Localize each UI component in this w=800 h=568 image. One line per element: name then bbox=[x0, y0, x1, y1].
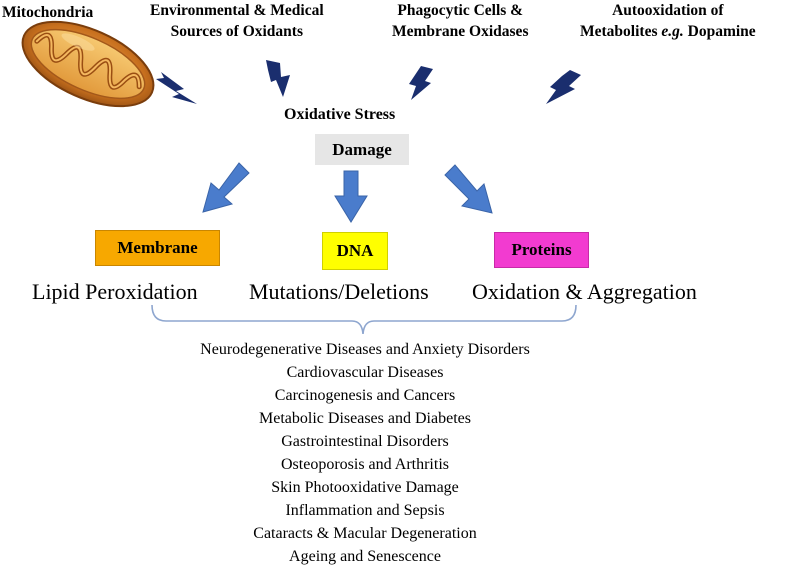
source-label-phagocytic: Phagocytic Cells & Membrane Oxidases bbox=[392, 0, 528, 42]
source-label-environmental-line2: Sources of Oxidants bbox=[170, 23, 303, 40]
damage-box: Damage bbox=[315, 134, 409, 165]
disease-item: Carcinogenesis and Cancers bbox=[274, 387, 456, 404]
autooxidation-text-eg: e.g. bbox=[661, 23, 684, 40]
lightning-bolt-autooxidation bbox=[546, 70, 581, 104]
oxidative-stress-label: Oxidative Stress bbox=[284, 106, 396, 123]
disease-item: Ageing and Senescence bbox=[289, 548, 441, 565]
effect-oxidation-aggregation: Oxidation & Aggregation bbox=[472, 279, 697, 304]
autooxidation-text-pre: Metabolites bbox=[580, 23, 662, 40]
lightning-bolt-phagocytic bbox=[409, 66, 433, 100]
disease-item: Cardiovascular Diseases bbox=[286, 364, 444, 381]
disease-item: Neurodegenerative Diseases and Anxiety D… bbox=[200, 341, 530, 358]
arrow-to-dna bbox=[334, 170, 368, 223]
source-label-mitochondria: Mitochondria bbox=[2, 4, 94, 21]
disease-item: Cataracts & Macular Degeneration bbox=[253, 525, 477, 542]
arrow-to-proteins bbox=[444, 164, 493, 214]
target-box-dna: DNA bbox=[322, 232, 388, 270]
source-label-environmental: Environmental & Medical Sources of Oxida… bbox=[150, 0, 324, 42]
source-label-phagocytic-line1: Phagocytic Cells & bbox=[397, 2, 524, 19]
autooxidation-text-post: Dopamine bbox=[683, 23, 756, 40]
disease-item: Skin Photooxidative Damage bbox=[271, 479, 459, 496]
mitochondrion-illustration bbox=[21, 20, 155, 108]
disease-item: Inflammation and Sepsis bbox=[285, 502, 445, 519]
target-box-membrane: Membrane bbox=[95, 230, 220, 266]
disease-item: Osteoporosis and Arthritis bbox=[281, 456, 449, 473]
lightning-bolt-mitochondria bbox=[156, 72, 197, 104]
effect-lipid-peroxidation: Lipid Peroxidation bbox=[32, 279, 198, 304]
arrow-to-membrane-body bbox=[202, 162, 250, 213]
source-label-autooxidation: Autooxidation of Metabolites e.g. Dopami… bbox=[580, 0, 756, 42]
lightning-bolts bbox=[156, 60, 581, 104]
grouping-brace bbox=[151, 304, 577, 335]
disease-list: Neurodegenerative Diseases and Anxiety D… bbox=[150, 338, 580, 568]
source-label-phagocytic-line2: Membrane Oxidases bbox=[392, 23, 529, 40]
lightning-bolt-environmental bbox=[266, 60, 290, 97]
source-label-autooxidation-line2: Metabolites e.g. Dopamine bbox=[580, 21, 756, 42]
disease-item: Metabolic Diseases and Diabetes bbox=[259, 410, 471, 427]
source-label-autooxidation-line1: Autooxidation of bbox=[612, 2, 724, 19]
target-box-proteins: Proteins bbox=[494, 232, 589, 268]
disease-item: Gastrointestinal Disorders bbox=[281, 433, 449, 450]
effect-mutations-deletions: Mutations/Deletions bbox=[249, 279, 429, 304]
source-label-environmental-line1: Environmental & Medical bbox=[150, 2, 324, 19]
